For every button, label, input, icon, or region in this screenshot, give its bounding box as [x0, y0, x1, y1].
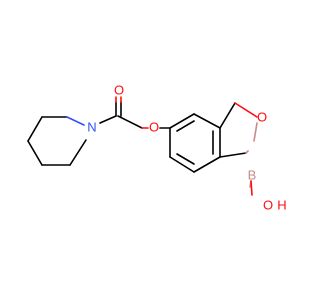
piperidine-ring: [27, 116, 87, 166]
bond: [219, 152, 247, 158]
nitrogen-label: N: [87, 119, 96, 134]
hydroxyl-hydrogen-label: H: [277, 197, 286, 212]
bond: [69, 139, 87, 166]
bond: [219, 102, 236, 129]
hydroxyl-oxygen-label: O: [263, 197, 273, 212]
benzene-ring: [169, 113, 221, 173]
ether-oxygen-label: O: [149, 119, 159, 134]
ring-oxygen-label: O: [257, 109, 267, 124]
bond: [27, 140, 43, 166]
bond: [99, 115, 117, 124]
oxaborole-ring: [219, 102, 258, 158]
bond: [117, 115, 143, 129]
molecule-structure: O N O O B O H: [27, 82, 287, 212]
bond: [176, 153, 195, 165]
bond: [234, 102, 258, 118]
bond: [193, 156, 221, 173]
bond: [193, 113, 221, 129]
bond: [250, 180, 253, 196]
boron-label: B: [248, 167, 257, 182]
bond: [245, 150, 249, 154]
bond: [253, 122, 258, 142]
bond: [176, 120, 195, 132]
bond: [169, 113, 195, 129]
bond: [27, 116, 43, 142]
bond: [169, 156, 195, 173]
bond: [66, 116, 85, 126]
carbonyl-oxygen-label: O: [114, 82, 124, 97]
